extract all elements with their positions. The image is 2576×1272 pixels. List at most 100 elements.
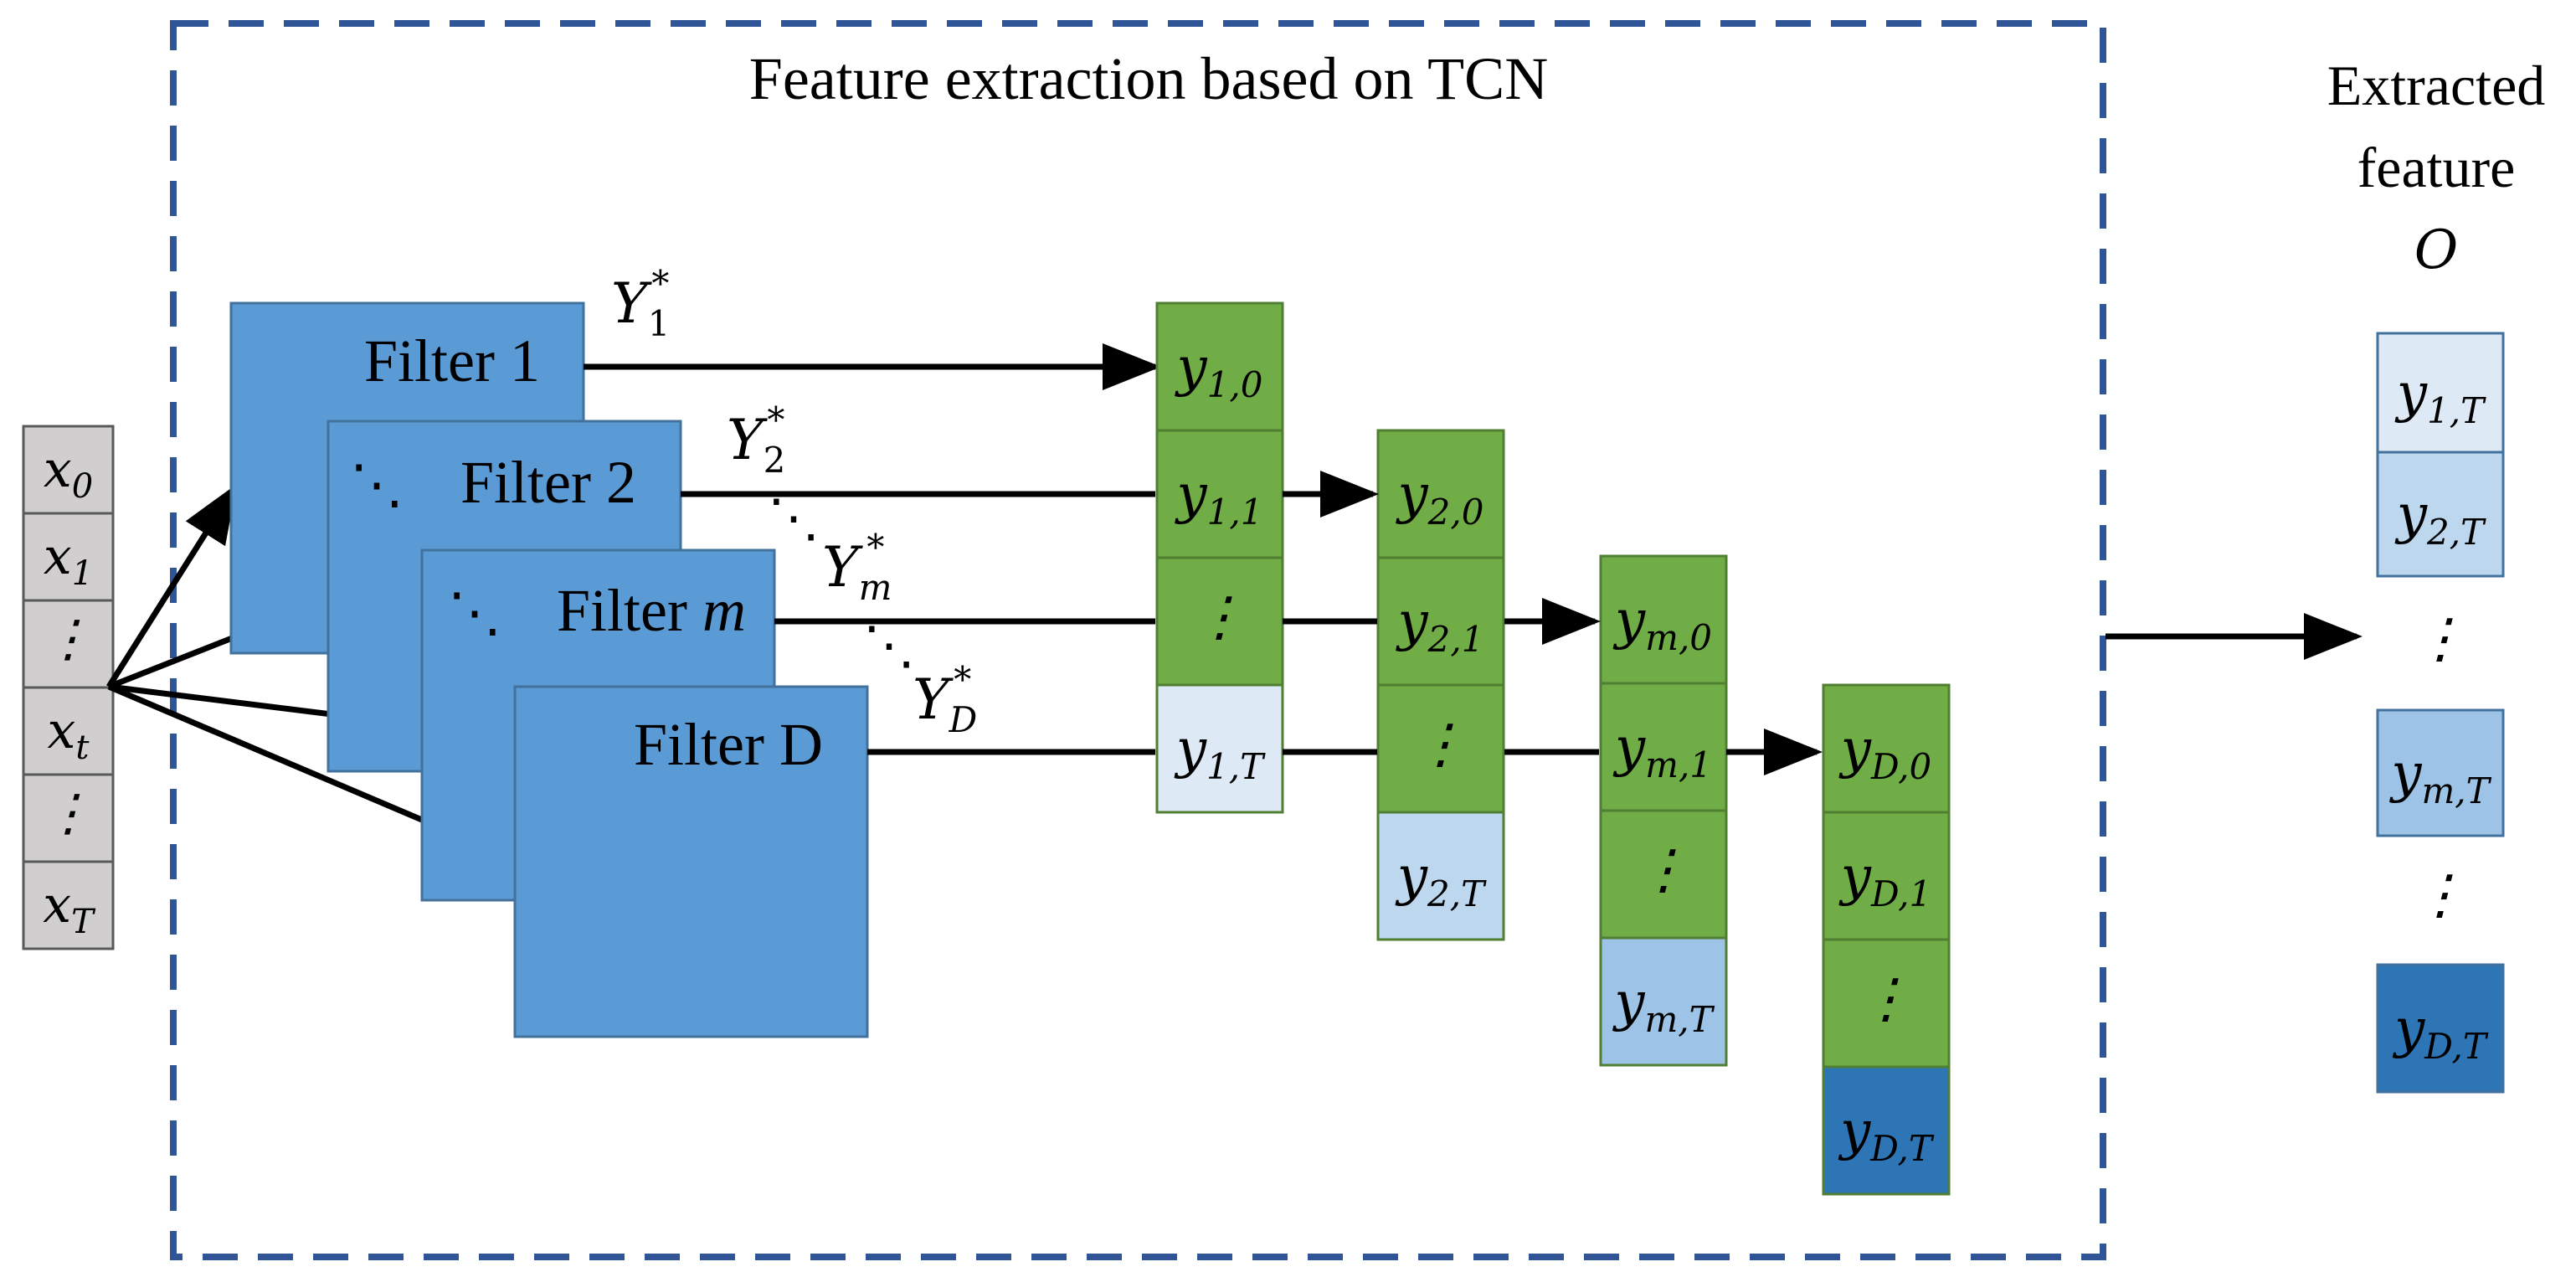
between-output-dots-2: ⋱ [863,618,915,675]
y1-star-sup: * [651,263,669,304]
input-cell-label-main: x [43,876,71,935]
layer-2-cell-label: y2,T [1395,846,1487,914]
y2-star-label: Y2* [727,399,785,481]
input-cell-label-main: x [44,528,72,586]
layer-2-cell-label-sub: 2,1 [1427,619,1484,660]
layer-3-cell-label-sub: m,T [1644,999,1715,1040]
layer-1-cell [1155,683,1284,814]
layer-4-cell-label: yD,T [1838,1100,1935,1169]
output-cell-label-main: y [2394,363,2428,425]
layer-2-cell-label-main: y [1396,591,1429,653]
layer-2-cell-label-sub: 2,T [1427,873,1487,914]
y1-star-label: Y1* [611,263,670,344]
layer-4-cell-label-main: y [1838,718,1872,780]
layer-4-cell-label-sub: D,0 [1870,746,1931,787]
output-title-line1: Extracted [2327,54,2546,117]
layer-3-cell-label: ym,1 [1612,717,1712,785]
input-cell-label-sub: 1 [72,554,93,593]
frame-title: Feature extraction based on TCN [749,45,1548,112]
layer-2-cell-label-main: y [1395,846,1428,908]
layer-3-cell-label-sub: m,0 [1645,617,1712,658]
layer-2-cell-label-sub: 2,0 [1427,492,1484,533]
layer-2-cell-label: y2,1 [1396,591,1484,660]
layer-3-cell-label: ⋮ [1637,839,1690,901]
layer-2-cell-label: y2,0 [1396,464,1484,533]
input-cell-label-sub: T [71,903,96,941]
layer-1-cell-label-main: y [1175,337,1208,399]
input-cell [22,860,115,950]
input-cell-label: xT [43,876,96,941]
layer-1-cell-label: ⋮ [1193,586,1247,648]
input-cell [22,773,115,863]
layer-1-cell-label-sub: 1,T [1206,746,1266,787]
layer-1-cell-label-sub: 1,0 [1207,364,1263,405]
ym-star-label: Ym* [822,527,892,608]
filter-1-label: Filter 1 [364,327,540,394]
output-cell-label: ym,T [2388,743,2491,811]
between-output-dots-1: ⋱ [768,491,820,548]
layer-3-cell [1599,936,1728,1067]
layer-4-cell-label: yD,0 [1838,718,1931,787]
output-cell-label-main: y [2392,998,2425,1060]
yd-star-sup: * [954,659,971,700]
input-cell-label: x0 [44,440,93,506]
y1-star-sub: 1 [648,303,671,344]
output-cell-label-sub: 1,T [2427,390,2486,431]
layer-1-cell-label: y1,T [1174,718,1266,787]
output-cell [2376,332,2505,454]
input-cell-label: x1 [44,528,93,593]
input-cell-label: xt [48,702,90,767]
layer-1-cell-label-main: y [1175,464,1208,526]
layer-4-cell [1822,683,1951,814]
input-cell-label-sub: t [75,729,90,767]
layer-2-cell [1376,429,1505,559]
filter-d-box [513,685,869,1038]
tcn-frame [170,20,2106,1260]
output-cell [2376,963,2505,1094]
input-cell-label-main: x [48,702,76,760]
output-title-line2: feature [2357,136,2516,199]
input-cell-label-main: x [44,440,72,499]
layer-2-cell-label: ⋮ [1414,713,1468,775]
layer-1-cell [1155,301,1284,432]
filter-d-label: Filter D [634,711,823,778]
layer-1-cell-label-sub: 1,1 [1207,492,1263,533]
layer-2-cell [1376,556,1505,687]
layer-3-cell [1599,809,1728,940]
y2-star-main: Y [727,408,768,472]
layer-3-cell-label: ym,0 [1612,590,1712,658]
output-cell-label-main: y [2388,743,2422,805]
output-cell-label-sub: 2,T [2426,512,2486,553]
output-cell-label: y1,T [2394,363,2486,431]
ym-star-main: Y [822,535,863,600]
output-cell-label: yD,T [2392,998,2489,1067]
layer-4-cell-label: yD,1 [1838,846,1931,914]
layer-1-cell-label-main: y [1174,718,1207,780]
input-arrow-1 [106,484,237,688]
layer-3-cell-label-sub: m,1 [1645,744,1712,785]
layer-1-cell [1155,556,1284,687]
layer-1-cell-label: y1,0 [1175,337,1263,405]
layer-4-cell-label: ⋮ [1859,968,1913,1030]
output-cell [2376,451,2505,578]
y2-star-sup: * [767,399,784,440]
layer-3-cell-label-main: y [1612,717,1646,779]
yd-star-main: Y [913,667,954,732]
filter-2-dots: ⋱ [350,455,404,514]
layer-4-cell [1822,938,1951,1069]
output-feature-column: y1,Ty2,T⋮ym,T⋮yD,T [2376,332,2505,1094]
filter-output-lines [584,343,1161,755]
column-connectors [1283,471,1823,775]
y2-star-sub: 2 [764,440,786,481]
tcn-layer-columns: y1,0y1,1⋮y1,Ty2,0y2,1⋮y2,Tym,0ym,1⋮ym,Ty… [1155,301,1951,1196]
filter-m-dots: ⋱ [448,583,501,642]
layer-4-cell-label-main: y [1838,1100,1871,1162]
layer-2-cell [1376,683,1505,814]
input-cell [22,599,115,689]
filter-m-label-var: m [702,577,746,644]
layer-4-cell-label-sub: D,T [1869,1128,1935,1169]
